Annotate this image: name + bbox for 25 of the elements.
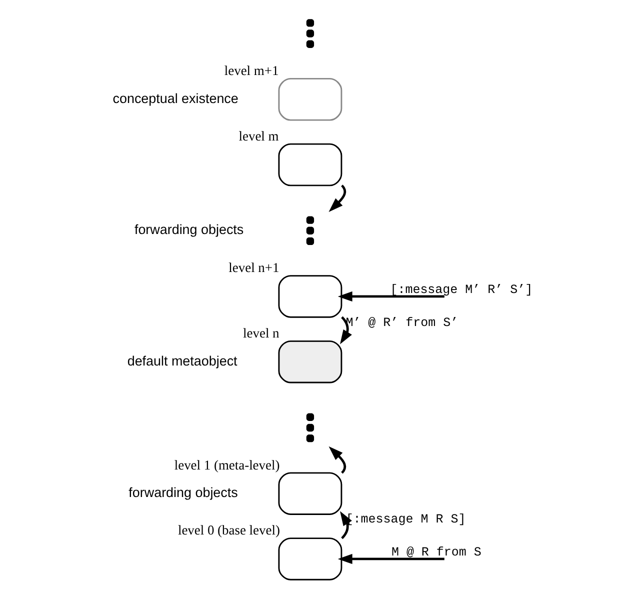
node-label: level m (238, 128, 279, 144)
edge-label: [:message M’ R’ S’] (390, 283, 533, 298)
edge-label: [:message M R S] (346, 512, 466, 526)
label: conceptual existence (112, 90, 238, 106)
node-box (278, 143, 342, 186)
arrow (328, 446, 346, 474)
edge-label: M @ R from S (391, 546, 482, 560)
node-box (278, 538, 342, 580)
arrow (338, 291, 444, 302)
node-label: level n+1 (228, 260, 280, 276)
arrow (340, 316, 352, 344)
node-box (278, 340, 342, 384)
node-box (278, 472, 342, 515)
node-label: level m+1 (224, 63, 279, 78)
label: default metaobject (127, 353, 238, 368)
arrow (328, 184, 346, 212)
node-box (278, 275, 342, 318)
node-label: level 1 (meta-level) (174, 457, 280, 472)
node-label: level n (243, 326, 280, 341)
arrow (338, 554, 444, 564)
label: forwarding objects (128, 485, 238, 500)
node-box (278, 78, 342, 121)
arrow (340, 511, 352, 540)
label: forwarding objects (134, 222, 244, 238)
node-label: level 0 (base level) (178, 522, 280, 538)
